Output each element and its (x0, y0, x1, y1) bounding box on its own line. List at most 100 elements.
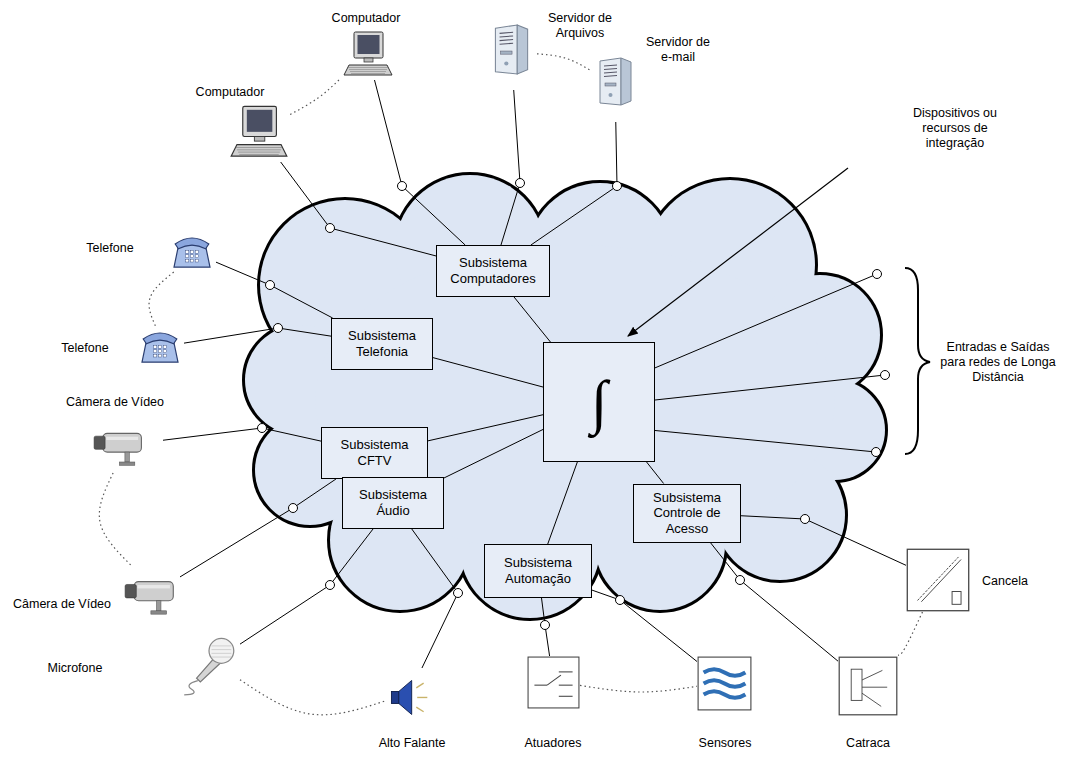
speaker-part (391, 691, 398, 703)
sensor-part (698, 657, 751, 710)
phone-part (163, 345, 166, 348)
cloud-fill (245, 175, 885, 618)
subsystem-box: Subsistema Telefonia (331, 318, 433, 370)
catraca-part (862, 670, 882, 680)
integration-box: ∫ (543, 342, 655, 462)
phone-part (190, 255, 193, 258)
sensor-icon (698, 657, 751, 710)
catraca-part (851, 669, 862, 700)
camera-part (151, 611, 167, 614)
integral-symbol: ∫ (591, 372, 607, 432)
device-icon: Atuadores (527, 656, 580, 709)
actuator-part (559, 685, 573, 686)
camera-icon (125, 582, 173, 614)
camera-illustration (124, 566, 180, 622)
subsystem-name: Subsistema Controle de Acesso (640, 490, 734, 537)
subsystem-box: Subsistema Áudio (342, 477, 444, 529)
device-label: Câmera de Vídeo (13, 597, 111, 612)
camera-part (94, 436, 105, 449)
connector-line (428, 415, 543, 441)
catraca-icon (839, 657, 897, 715)
server-part (600, 58, 621, 105)
speaker-part (417, 697, 427, 698)
junction-dot (258, 424, 267, 433)
mic-illustration (178, 622, 240, 707)
device-icon: Catraca (838, 655, 898, 717)
server-part (604, 65, 617, 66)
camera-part (137, 585, 169, 588)
grouping-line (149, 272, 174, 327)
device-icon: Câmera de Vídeo (78, 418, 163, 473)
server-part (604, 76, 617, 77)
phone-part (154, 345, 157, 348)
device-label: Telefone (61, 341, 108, 356)
wan-port (881, 371, 890, 380)
junction-dot (289, 504, 298, 513)
mic-part (209, 638, 234, 663)
phone-part (143, 333, 177, 344)
phone-part (163, 350, 166, 353)
cancela-icon (907, 549, 968, 610)
connector-line (180, 479, 336, 577)
phone-part (158, 345, 161, 348)
connector-line (501, 90, 520, 245)
device-icon: Alto Falante (385, 668, 431, 726)
junction-dot (326, 581, 335, 590)
phone-part (175, 238, 209, 249)
server-part (604, 72, 617, 73)
wan-line (650, 274, 877, 370)
speaker-part (399, 680, 412, 714)
device-label: Computador (332, 11, 401, 26)
server-part (500, 43, 514, 44)
connector-line (542, 598, 550, 656)
server-part (495, 25, 517, 74)
server-part (621, 58, 631, 105)
actuator-part (559, 696, 573, 697)
subsystem-name: Subsistema Telefonia (338, 328, 426, 359)
subsystem-name: Subsistema Computadores (443, 255, 543, 286)
junction-dot (801, 515, 810, 524)
camera-part (125, 452, 129, 462)
device-icon: Sensores (697, 656, 752, 711)
subsystem-box: Subsistema Automação (484, 544, 592, 598)
grouping-line (537, 54, 590, 70)
mic-part (211, 645, 231, 646)
phone-part (154, 350, 157, 353)
server-part (605, 83, 616, 86)
subsystem-box: Subsistema Computadores (436, 245, 550, 297)
connector-line (281, 162, 436, 256)
junction-dot (274, 324, 283, 333)
computer-part (344, 65, 392, 75)
junction-dot (326, 224, 335, 233)
connector-line (741, 516, 906, 566)
connector-line (592, 590, 697, 661)
connector-line (647, 462, 664, 484)
device-label: Microfone (48, 661, 103, 676)
computer-part (237, 149, 281, 150)
computer-part (358, 35, 380, 54)
device-label: Cancela (982, 574, 1028, 589)
connector-line (184, 328, 331, 343)
server-part (500, 40, 514, 41)
computer-icon (231, 106, 287, 156)
mic-part (211, 649, 231, 650)
phone-part (195, 250, 198, 253)
connector-line (710, 543, 838, 662)
phone-part (195, 259, 198, 262)
grouping-line (580, 685, 697, 692)
computer-part (243, 106, 277, 136)
catraca-part (862, 687, 887, 688)
speaker-icon (391, 680, 427, 714)
server-part (517, 25, 527, 74)
computer-part (231, 145, 287, 157)
server-icon (495, 25, 527, 74)
device-icon: Telefone (168, 232, 216, 272)
connector-line (412, 529, 458, 668)
phone-part (186, 255, 189, 258)
device-icon: Servidor de Arquivos (485, 10, 537, 90)
subsystem-name: Subsistema CFTV (328, 437, 421, 468)
device-label: Telefone (86, 241, 133, 256)
device-label: Atuadores (525, 736, 582, 751)
phone-icon (174, 238, 210, 267)
catraca-part (862, 693, 881, 706)
